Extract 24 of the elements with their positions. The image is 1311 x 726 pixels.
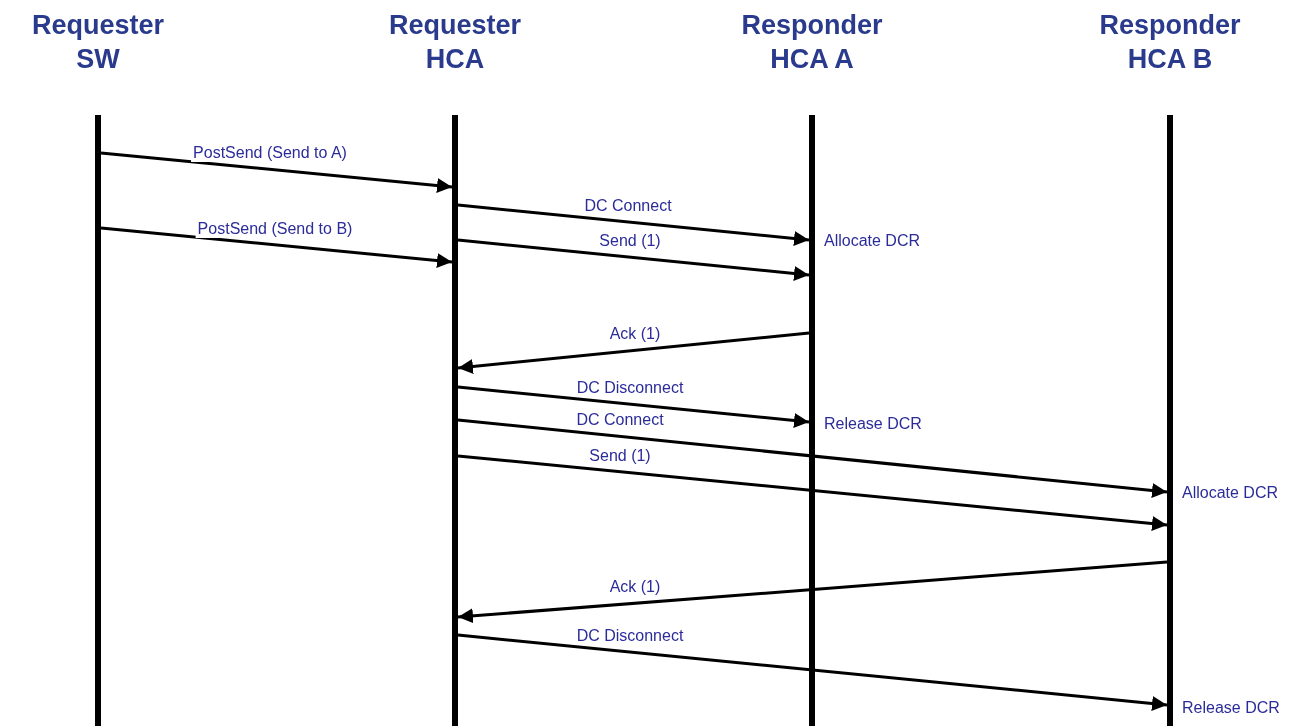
message-arrow	[100, 226, 453, 268]
lifeline-heading: Responder HCA A	[740, 9, 884, 76]
lifeline-heading: Requester SW	[30, 9, 165, 76]
message-arrow	[100, 151, 453, 193]
message-arrow	[457, 203, 810, 246]
note-text: Allocate DCR	[1182, 484, 1279, 502]
edge-label: Ack (1)	[607, 578, 663, 597]
edge-label: PostSend (Send to B)	[195, 219, 355, 238]
message-arrow	[457, 418, 1168, 498]
message-arrow	[457, 454, 1168, 531]
lifeline-heading: Requester HCA	[387, 9, 522, 76]
edge-label: Send (1)	[587, 446, 653, 465]
message-arrow	[457, 633, 1168, 711]
edge-label: PostSend (Send to A)	[191, 144, 349, 163]
note-text: Release DCR	[824, 415, 922, 433]
edge-label: Ack (1)	[607, 325, 663, 344]
message-arrow	[457, 238, 810, 281]
message-arrow	[457, 331, 810, 374]
note-text: Allocate DCR	[824, 232, 921, 250]
message-arrow	[457, 385, 810, 428]
lifeline-heading: Responder HCA B	[1098, 9, 1242, 76]
message-arrow	[457, 560, 1168, 624]
note-text: Release DCR	[1182, 699, 1280, 717]
edge-label: Send (1)	[597, 232, 663, 251]
